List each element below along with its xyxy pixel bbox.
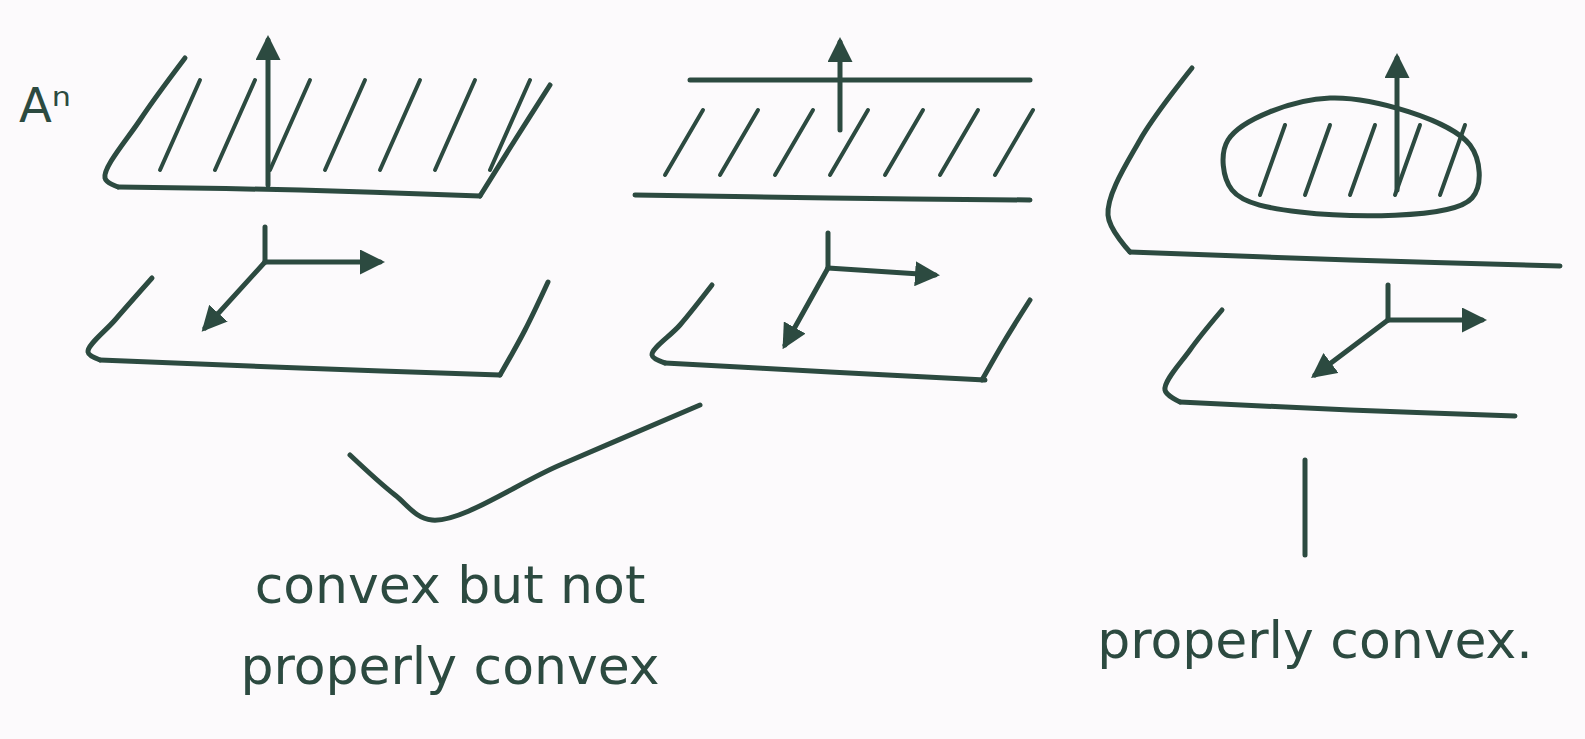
- plane-edge: [665, 363, 985, 380]
- hatching: [995, 110, 1033, 175]
- bracket: [350, 405, 700, 520]
- hatching: [885, 110, 923, 175]
- normal-arrow: [838, 42, 843, 130]
- caption-label: convex but not properly convex: [130, 545, 770, 706]
- hatching: [775, 110, 813, 175]
- normal-arrow: [1395, 58, 1400, 190]
- space-label: Aⁿ: [5, 68, 85, 142]
- plane-edge: [500, 282, 548, 375]
- normal-arrow: [266, 40, 271, 185]
- hatching: [665, 110, 703, 175]
- axis-line: [263, 227, 268, 262]
- hatching: [1260, 125, 1285, 195]
- hatching: [215, 80, 255, 170]
- plane-edge: [100, 360, 500, 375]
- axis-line: [1386, 285, 1391, 320]
- plane-edge: [1180, 402, 1515, 416]
- hatching: [160, 80, 200, 170]
- slab-edge: [635, 195, 1030, 200]
- slab-edge: [690, 78, 1030, 83]
- hatching: [830, 110, 868, 175]
- axis-arrow: [1315, 320, 1388, 375]
- hatching: [325, 80, 365, 170]
- plane-edge: [105, 58, 185, 187]
- hatching: [940, 110, 978, 175]
- axis-arrow: [1388, 318, 1482, 323]
- caption-label: properly convex.: [1055, 600, 1575, 681]
- hatching: [490, 80, 530, 170]
- hatching: [435, 80, 475, 170]
- plane-edge: [652, 285, 712, 363]
- plane-edge: [1108, 68, 1192, 252]
- plane-edge: [1165, 310, 1222, 402]
- plane-edge: [88, 278, 152, 360]
- bracket: [1303, 460, 1308, 555]
- hatching: [1350, 125, 1375, 195]
- axis-line: [826, 233, 831, 268]
- plane-edge: [480, 85, 550, 196]
- hatching: [1440, 125, 1465, 195]
- hatching: [720, 110, 758, 175]
- convex-region: [1223, 98, 1479, 216]
- axis-arrow: [785, 268, 828, 345]
- plane-edge: [1130, 252, 1560, 266]
- axis-arrow: [205, 262, 265, 328]
- hatching: [380, 80, 420, 170]
- hatching: [1305, 125, 1330, 195]
- plane-edge: [118, 187, 480, 196]
- hatching: [270, 80, 310, 170]
- plane-edge: [982, 300, 1030, 380]
- axis-arrow: [828, 268, 935, 275]
- axis-arrow: [265, 260, 380, 265]
